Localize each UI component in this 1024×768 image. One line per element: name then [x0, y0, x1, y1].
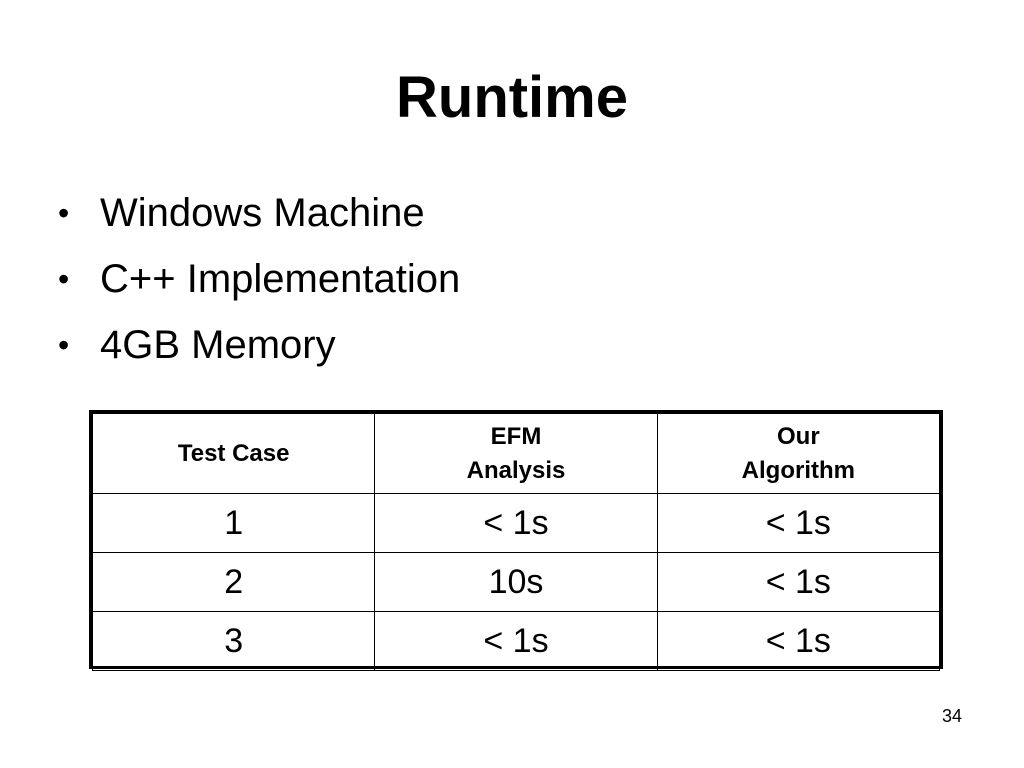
bullet-item: • C++ Implementation [58, 252, 460, 318]
bullet-list: • Windows Machine • C++ Implementation •… [58, 186, 460, 384]
bullet-icon: • [58, 195, 70, 231]
column-header-our-algorithm: Our Algorithm [656, 413, 941, 494]
table-cell: 3 [91, 611, 376, 671]
table-cell: 10s [374, 552, 658, 612]
table-cell: 1 [91, 493, 376, 553]
column-header-efm-analysis: EFM Analysis [374, 413, 658, 494]
table-cell: < 1s [656, 552, 941, 612]
bullet-icon: • [58, 327, 70, 363]
page-number: 34 [941, 706, 962, 726]
table-cell: < 1s [656, 611, 941, 671]
table-cell: < 1s [374, 611, 658, 671]
table-row: 2 10s < 1s [91, 552, 941, 612]
bullet-item: • Windows Machine [58, 186, 460, 252]
table-header-row: Test Case EFM Analysis Our Algorithm [91, 413, 941, 494]
table-cell: < 1s [374, 493, 658, 553]
bullet-text: Windows Machine [100, 191, 425, 235]
table-cell: < 1s [656, 493, 941, 553]
runtime-table: Test Case EFM Analysis Our Algorithm 1 <… [89, 410, 943, 671]
slide-title: Runtime [396, 65, 628, 130]
table-row: 3 < 1s < 1s [91, 611, 941, 671]
bullet-icon: • [58, 261, 70, 297]
table-cell: 2 [91, 552, 376, 612]
column-header-test-case: Test Case [91, 413, 376, 494]
bullet-text: 4GB Memory [100, 323, 336, 367]
bullet-text: C++ Implementation [100, 257, 461, 301]
bullet-item: • 4GB Memory [58, 318, 460, 384]
table-row: 1 < 1s < 1s [91, 493, 941, 553]
